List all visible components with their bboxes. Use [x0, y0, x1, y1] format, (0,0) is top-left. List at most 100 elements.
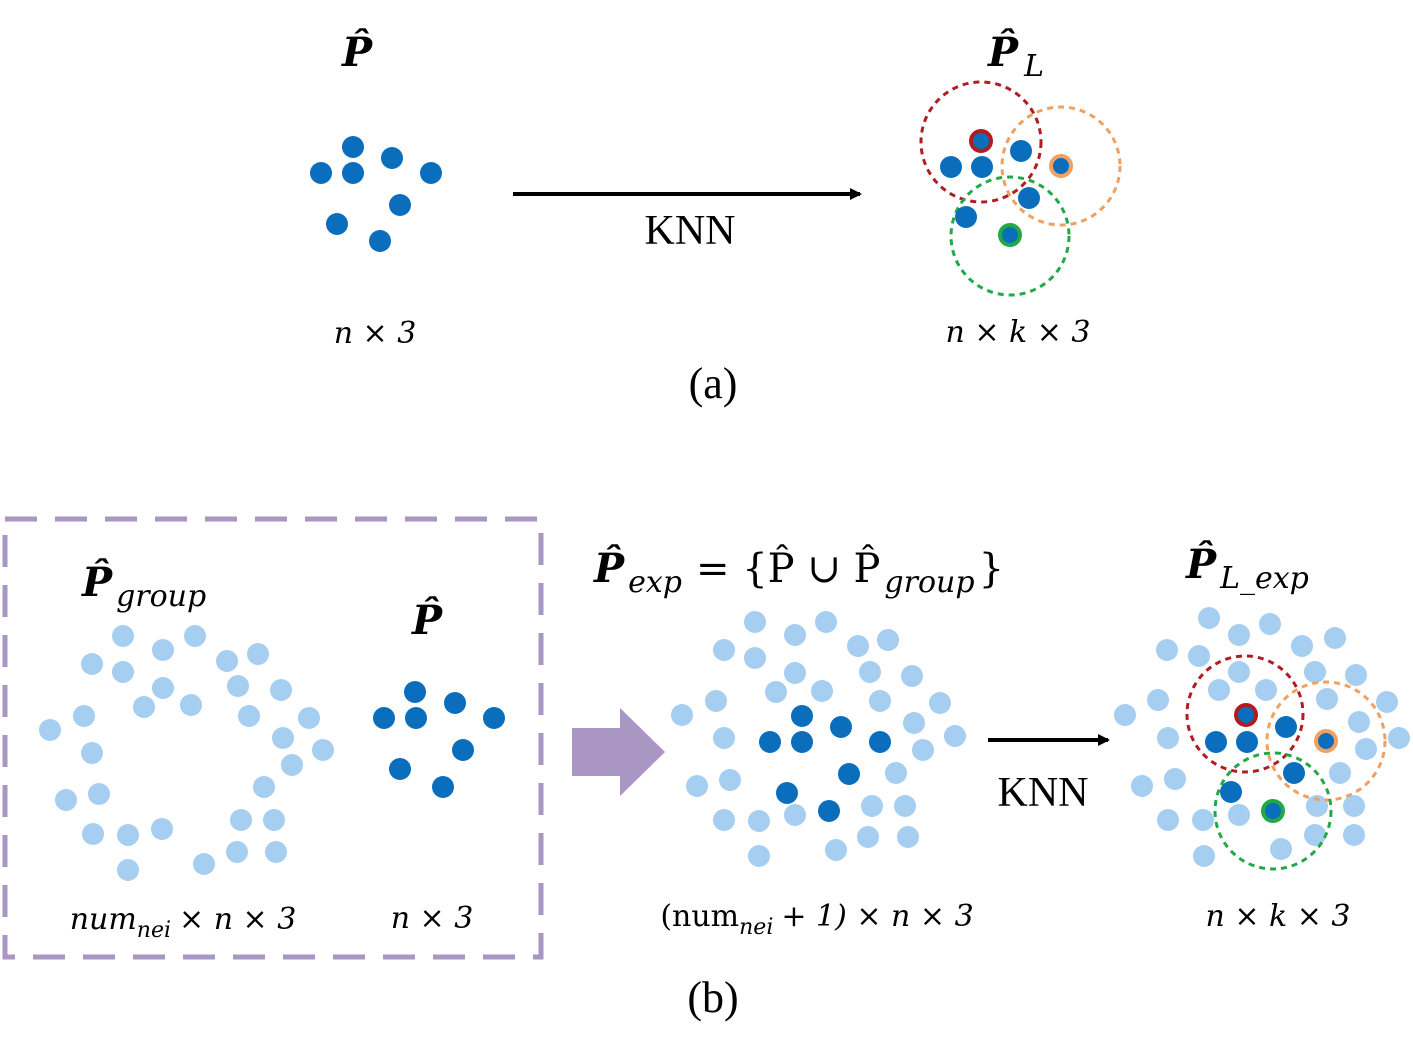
point — [39, 719, 61, 741]
panel-b-output-symbol: P̂L_exp — [1185, 541, 1309, 596]
point — [452, 739, 474, 761]
point — [859, 661, 881, 683]
expanded-dark-points — [759, 705, 891, 822]
point — [955, 206, 977, 228]
point — [748, 845, 770, 867]
point — [432, 776, 454, 798]
point — [1164, 768, 1186, 790]
point — [1228, 804, 1250, 826]
point — [151, 818, 173, 840]
point — [1192, 809, 1214, 831]
center-point-green — [998, 223, 1022, 247]
green-neighborhood-circle — [949, 175, 1071, 297]
point — [776, 782, 798, 804]
panel-a-input-points — [310, 136, 442, 252]
point — [298, 707, 320, 729]
center-point-green — [1261, 799, 1285, 823]
point — [1255, 679, 1277, 701]
point — [1220, 781, 1242, 803]
point — [897, 826, 919, 848]
panel-a-caption: (a) — [689, 359, 738, 408]
point — [1345, 664, 1367, 686]
point — [270, 679, 292, 701]
point — [877, 629, 899, 651]
point — [784, 624, 806, 646]
point — [81, 742, 103, 764]
point — [230, 809, 252, 831]
center-point-orange — [1314, 729, 1338, 753]
point — [1343, 824, 1365, 846]
panel-b-caption: (b) — [687, 973, 738, 1022]
point — [444, 692, 466, 714]
point — [381, 147, 403, 169]
point — [759, 731, 781, 753]
point — [713, 727, 735, 749]
group-points — [39, 625, 334, 881]
point — [1228, 661, 1250, 683]
p-dims: n × 3 — [391, 901, 474, 936]
point — [373, 707, 395, 729]
point — [133, 696, 155, 718]
point — [811, 680, 833, 702]
point — [1306, 795, 1328, 817]
point — [1376, 691, 1398, 713]
panel-a-output-dims: n × k × 3 — [945, 315, 1090, 350]
point — [342, 136, 364, 158]
point — [226, 841, 248, 863]
point — [1270, 838, 1292, 860]
point — [227, 675, 249, 697]
point — [1010, 140, 1032, 162]
point — [1131, 775, 1153, 797]
point — [82, 823, 104, 845]
point — [838, 763, 860, 785]
point — [342, 162, 364, 184]
point — [1355, 738, 1377, 760]
point — [719, 769, 741, 791]
panel-b-p-points — [373, 681, 505, 798]
point — [713, 639, 735, 661]
point — [272, 727, 294, 749]
point — [784, 804, 806, 826]
panel-a-output-symbol: P̂L — [987, 29, 1044, 84]
center-point-red — [969, 129, 993, 153]
point — [901, 665, 923, 687]
point — [184, 625, 206, 647]
point — [253, 776, 275, 798]
combine-arrow — [572, 708, 665, 796]
point — [705, 690, 727, 712]
point — [944, 725, 966, 747]
point — [238, 705, 260, 727]
point — [1304, 661, 1326, 683]
point — [1188, 645, 1210, 667]
point — [152, 677, 174, 699]
point — [312, 739, 334, 761]
output-dark-points — [1205, 703, 1338, 823]
point — [81, 653, 103, 675]
point — [830, 716, 852, 738]
point — [791, 731, 813, 753]
point — [815, 611, 837, 633]
point — [88, 783, 110, 805]
point — [152, 639, 174, 661]
point — [265, 841, 287, 863]
point — [180, 694, 202, 716]
point — [885, 762, 907, 784]
point — [1304, 824, 1326, 846]
point — [765, 681, 787, 703]
point — [112, 661, 134, 683]
point — [281, 754, 303, 776]
point — [193, 853, 215, 875]
point — [1348, 711, 1370, 733]
point — [857, 826, 879, 848]
point — [903, 712, 925, 734]
point — [55, 789, 77, 811]
point — [784, 662, 806, 684]
point — [818, 800, 840, 822]
panel-a-input-symbol: P̂ — [341, 29, 374, 76]
point — [686, 775, 708, 797]
point — [912, 739, 934, 761]
point — [404, 681, 426, 703]
expanded-dims: (numnei+ 1) × n × 3 — [660, 899, 973, 940]
point — [247, 643, 269, 665]
